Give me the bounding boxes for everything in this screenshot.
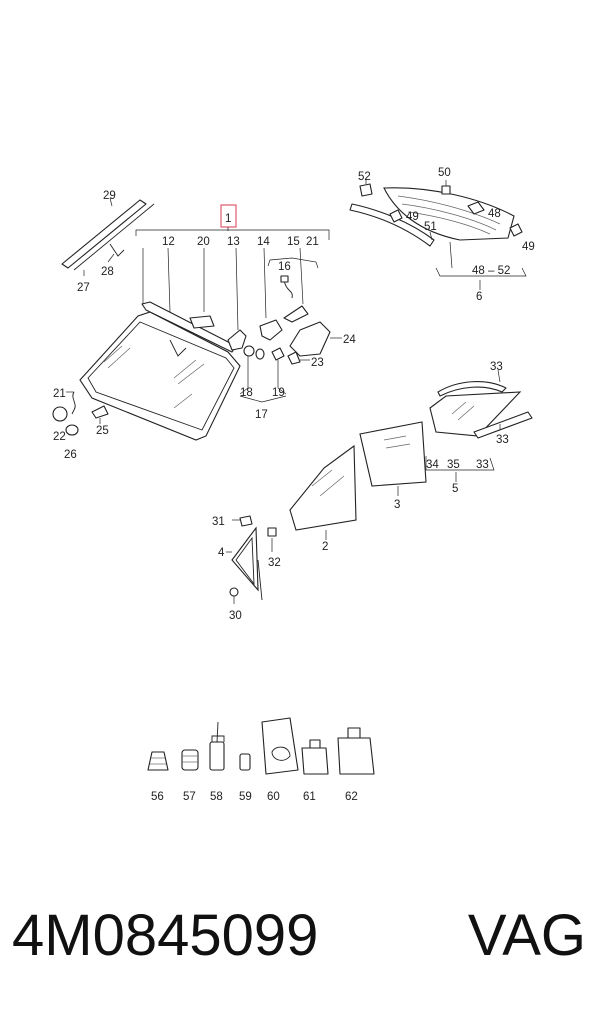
consumables-group <box>147 717 375 775</box>
callout-4: 4 <box>218 547 225 559</box>
callout-3: 3 <box>394 499 400 511</box>
callout-49-left: 49 <box>406 211 419 223</box>
callout-61: 61 <box>303 791 316 803</box>
callout-34: 34 <box>426 459 439 471</box>
callout-25: 25 <box>96 425 109 437</box>
callout-labels: 1 2 3 4 5 6 12 13 14 15 16 17 18 19 20 2… <box>53 167 535 803</box>
door-windows-group <box>226 369 533 604</box>
callout-62: 62 <box>345 791 358 803</box>
rear-window-group <box>349 178 527 290</box>
callout-6: 6 <box>476 291 482 303</box>
callout-17: 17 <box>255 409 268 421</box>
callout-18: 18 <box>240 387 253 399</box>
callout-28: 28 <box>101 266 114 278</box>
parts-diagram: 1 2 3 4 5 6 12 13 14 15 16 17 18 19 20 2… <box>52 167 535 803</box>
callout-24: 24 <box>343 334 356 346</box>
windscreen-glass <box>79 311 241 441</box>
callout-13: 13 <box>227 236 240 248</box>
callout-57: 57 <box>183 791 196 803</box>
callout-58: 58 <box>210 791 223 803</box>
callout-22: 22 <box>53 431 66 443</box>
callout-32: 32 <box>268 557 281 569</box>
callout-29: 29 <box>103 190 116 202</box>
part-number: 4M0845099 <box>12 903 319 968</box>
footer: 4M0845099 VAG <box>0 888 600 998</box>
callout-16: 16 <box>278 261 291 273</box>
callout-20: 20 <box>197 236 210 248</box>
callout-51: 51 <box>424 221 437 233</box>
callout-49-right: 49 <box>522 241 535 253</box>
callout-30: 30 <box>229 610 242 622</box>
trim-strip <box>61 199 147 269</box>
front-door-glass <box>289 444 357 531</box>
callout-31: 31 <box>212 516 225 528</box>
callout-59: 59 <box>239 791 252 803</box>
callout-48: 48 <box>488 208 501 220</box>
brand-name: VAG <box>467 903 586 968</box>
windscreen-group <box>52 197 342 441</box>
callout-15: 15 <box>287 236 300 248</box>
callout-12: 12 <box>162 236 175 248</box>
callout-5: 5 <box>452 483 458 495</box>
callout-23: 23 <box>311 357 324 369</box>
callout-2: 2 <box>322 541 328 553</box>
callout-56: 56 <box>151 791 164 803</box>
callout-35: 35 <box>447 459 460 471</box>
callout-21-left: 21 <box>53 388 66 400</box>
callout-1: 1 <box>225 213 231 225</box>
callout-52: 52 <box>358 171 371 183</box>
callout-48-52: 48 – 52 <box>472 265 510 277</box>
callout-33-top: 33 <box>490 361 503 373</box>
callout-14: 14 <box>257 236 270 248</box>
callout-19: 19 <box>272 387 285 399</box>
callout-50: 50 <box>438 167 451 179</box>
callout-60: 60 <box>267 791 280 803</box>
callout-21-top: 21 <box>306 236 319 248</box>
rear-window-glass <box>383 187 515 241</box>
highlight-box <box>220 204 237 228</box>
callout-26: 26 <box>64 449 77 461</box>
callout-33-right: 33 <box>496 434 509 446</box>
callout-27: 27 <box>77 282 90 294</box>
callout-33-bottom: 33 <box>476 459 489 471</box>
